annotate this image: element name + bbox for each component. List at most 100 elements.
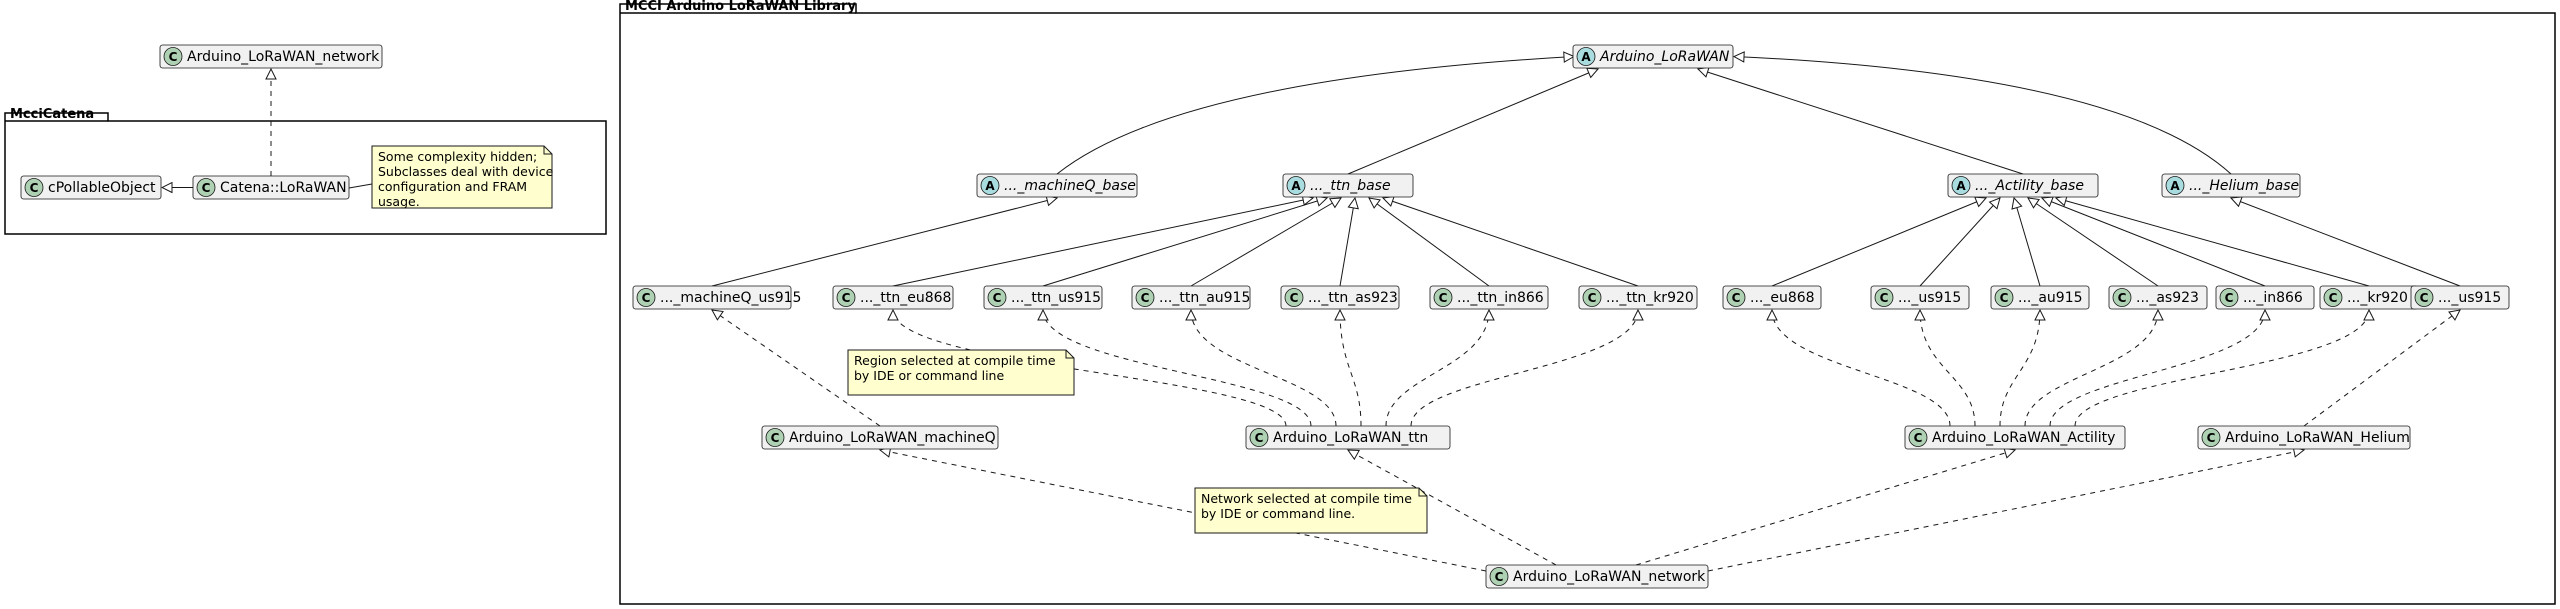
stereotype-letter: C [1290, 291, 1299, 305]
abstract-class-icon [1951, 176, 1971, 195]
class-box [1572, 44, 1734, 69]
stereotype-letter: C [2118, 291, 2127, 305]
class-box [20, 175, 162, 200]
class-name: ..._au915 [2018, 290, 2083, 306]
edge-actility-base-to-lorawan [1698, 69, 2024, 175]
package-title-lorawan-library: MCCI Arduino LoRaWAN Library [625, 0, 856, 14]
abstract-class-icon [2165, 176, 2185, 195]
class-ttn-kr920[interactable]: C..._ttn_kr920 [1578, 285, 1698, 310]
class-name: Arduino_LoRaWAN_machineQ [789, 430, 996, 446]
class-name: ..._ttn_us915 [1011, 290, 1101, 306]
stereotype-letter: C [2207, 431, 2216, 445]
edge-helium-base-to-lorawan [1734, 57, 2232, 175]
class-box [1870, 285, 1970, 310]
stereotype-letter: A [2170, 179, 2180, 193]
class-name: ..._ttn_as923 [1308, 290, 1398, 306]
note-line: configuration and FRAM [378, 179, 527, 194]
class-ttn-in866[interactable]: C..._ttn_in866 [1429, 285, 1549, 310]
class-icon [1726, 288, 1746, 307]
class-icon [1874, 288, 1894, 307]
class-icon [1135, 288, 1155, 307]
class-icon [1489, 567, 1509, 586]
class-box [1904, 425, 2126, 450]
edge-network-to-machineq [880, 450, 1487, 572]
edge-helium-us915-to-base [2231, 198, 2461, 287]
class-act-au915[interactable]: C ..._au915 [1990, 285, 2090, 310]
class-name: ..._kr920 [2347, 290, 2408, 306]
class-act-in866[interactable]: C..._in866 [2215, 285, 2315, 310]
stereotype-letter: C [993, 291, 1002, 305]
note-line: Network selected at compile time [1201, 491, 1412, 506]
class-box [632, 285, 792, 310]
class-icon [836, 288, 856, 307]
class-name: ..._ttn_in866 [1457, 290, 1544, 306]
edge-lorawan-ttn-to-ttn_kr920 [1410, 310, 1638, 427]
class-icon [1249, 428, 1269, 447]
class-actility-base[interactable]: A..._Actility_base [1947, 173, 2099, 198]
class-name: ..._Actility_base [1975, 178, 2084, 194]
class-icon [1284, 288, 1304, 307]
class-icon [163, 47, 183, 66]
edge-lorawan-actility-to-act_us915 [1920, 310, 1976, 427]
edge-act_as923-to-actility-base [2028, 198, 2159, 287]
class-name: ..._ttn_au915 [1159, 290, 1250, 306]
class-lorawan-helium[interactable]: C Arduino_LoRaWAN_Helium [2197, 425, 2411, 450]
class-ttn-eu868[interactable]: C..._ttn_eu868 [832, 285, 954, 310]
class-name: Arduino_LoRaWAN_Helium [2225, 430, 2410, 446]
class-ttn-au915[interactable]: C ..._ttn_au915 [1131, 285, 1251, 310]
abstract-class-icon [1286, 176, 1306, 195]
class-ttn-us915[interactable]: C ..._ttn_us915 [983, 285, 1103, 310]
note-line: usage. [378, 194, 420, 209]
class-act-eu868[interactable]: C..._eu868 [1722, 285, 1822, 310]
class-icon [2219, 288, 2239, 307]
class-icon [1582, 288, 1602, 307]
class-icon [1994, 288, 2014, 307]
stereotype-letter: C [1141, 291, 1150, 305]
class-act-as923[interactable]: C ..._as923 [2108, 285, 2208, 310]
class-act-kr920[interactable]: C..._kr920 [2319, 285, 2419, 310]
edge-network-to-actility [1635, 450, 2015, 566]
class-helium-us915[interactable]: C..._us915 [2410, 285, 2510, 310]
class-ttn-as923[interactable]: C ..._ttn_as923 [1280, 285, 1400, 310]
stereotype-letter: C [2000, 291, 2009, 305]
note-connector [348, 183, 373, 189]
class-name: ..._as923 [2136, 290, 2199, 306]
edge-lorawan-ttn-to-ttn_as923 [1340, 310, 1362, 427]
note-box [847, 349, 1075, 396]
class-machineq-base[interactable]: A..._machineQ_base [976, 173, 1138, 198]
stereotype-letter: C [169, 50, 178, 64]
stereotype-letter: C [1732, 291, 1741, 305]
edge-ttn_us915-to-ttn-base [1042, 198, 1327, 287]
class-icon [765, 428, 785, 447]
edge-lorawan-ttn-to-ttn_in866 [1385, 310, 1489, 427]
abstract-class-icon [1576, 47, 1596, 66]
class-box [1282, 173, 1414, 198]
package-title-mccicatena: McciCatena [10, 107, 94, 122]
edge-ttn_kr920-to-ttn-base [1383, 198, 1639, 287]
class-machineq-us915[interactable]: C..._machineQ_us915 [632, 285, 801, 310]
note-fold [543, 146, 552, 155]
class-box [1947, 173, 2099, 198]
class-helium-base[interactable]: A..._Helium_base [2161, 173, 2301, 198]
stereotype-letter: C [1588, 291, 1597, 305]
stereotype-letter: A [1291, 179, 1301, 193]
edge-act_kr920-to-actility-base [2056, 198, 2370, 287]
class-box [159, 44, 383, 69]
class-box [2215, 285, 2315, 310]
class-name: ..._machineQ_base [1004, 178, 1136, 194]
class-ttn-base[interactable]: A..._ttn_base [1282, 173, 1414, 198]
class-name: Arduino_LoRaWAN_Actility [1932, 430, 2115, 446]
edge-ttn_in866-to-ttn-base [1369, 198, 1490, 287]
class-act-us915[interactable]: C..._us915 [1870, 285, 1970, 310]
stereotype-letter: C [842, 291, 851, 305]
edge-ttn_as923-to-ttn-base [1339, 198, 1355, 287]
